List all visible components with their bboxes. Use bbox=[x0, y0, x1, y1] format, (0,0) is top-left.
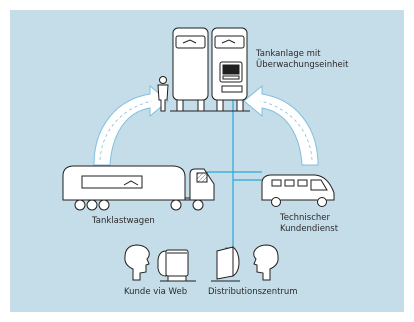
service-label-line1: Technischer bbox=[280, 213, 330, 223]
tank-installation-label-line1: Tankanlage mit bbox=[256, 49, 321, 59]
tank-truck-icon bbox=[62, 165, 215, 211]
person-icon bbox=[157, 76, 169, 112]
service-label-line2: Kundendienst bbox=[280, 224, 339, 234]
tank-installation-label-line2: Überwachungseinheit bbox=[256, 60, 349, 70]
right-curved-arrow bbox=[243, 84, 319, 166]
customer-web-label: Kunde via Web bbox=[124, 287, 188, 297]
tank-installation-icon bbox=[170, 27, 250, 112]
customer-web-icon bbox=[124, 244, 196, 282]
left-curved-arrow bbox=[93, 84, 169, 166]
distribution-center-label: Distributionszentrum bbox=[208, 287, 298, 297]
tank-truck-label: Tanklastwagen bbox=[92, 216, 155, 226]
distribution-center-icon bbox=[211, 244, 279, 282]
service-van-icon bbox=[261, 174, 335, 207]
